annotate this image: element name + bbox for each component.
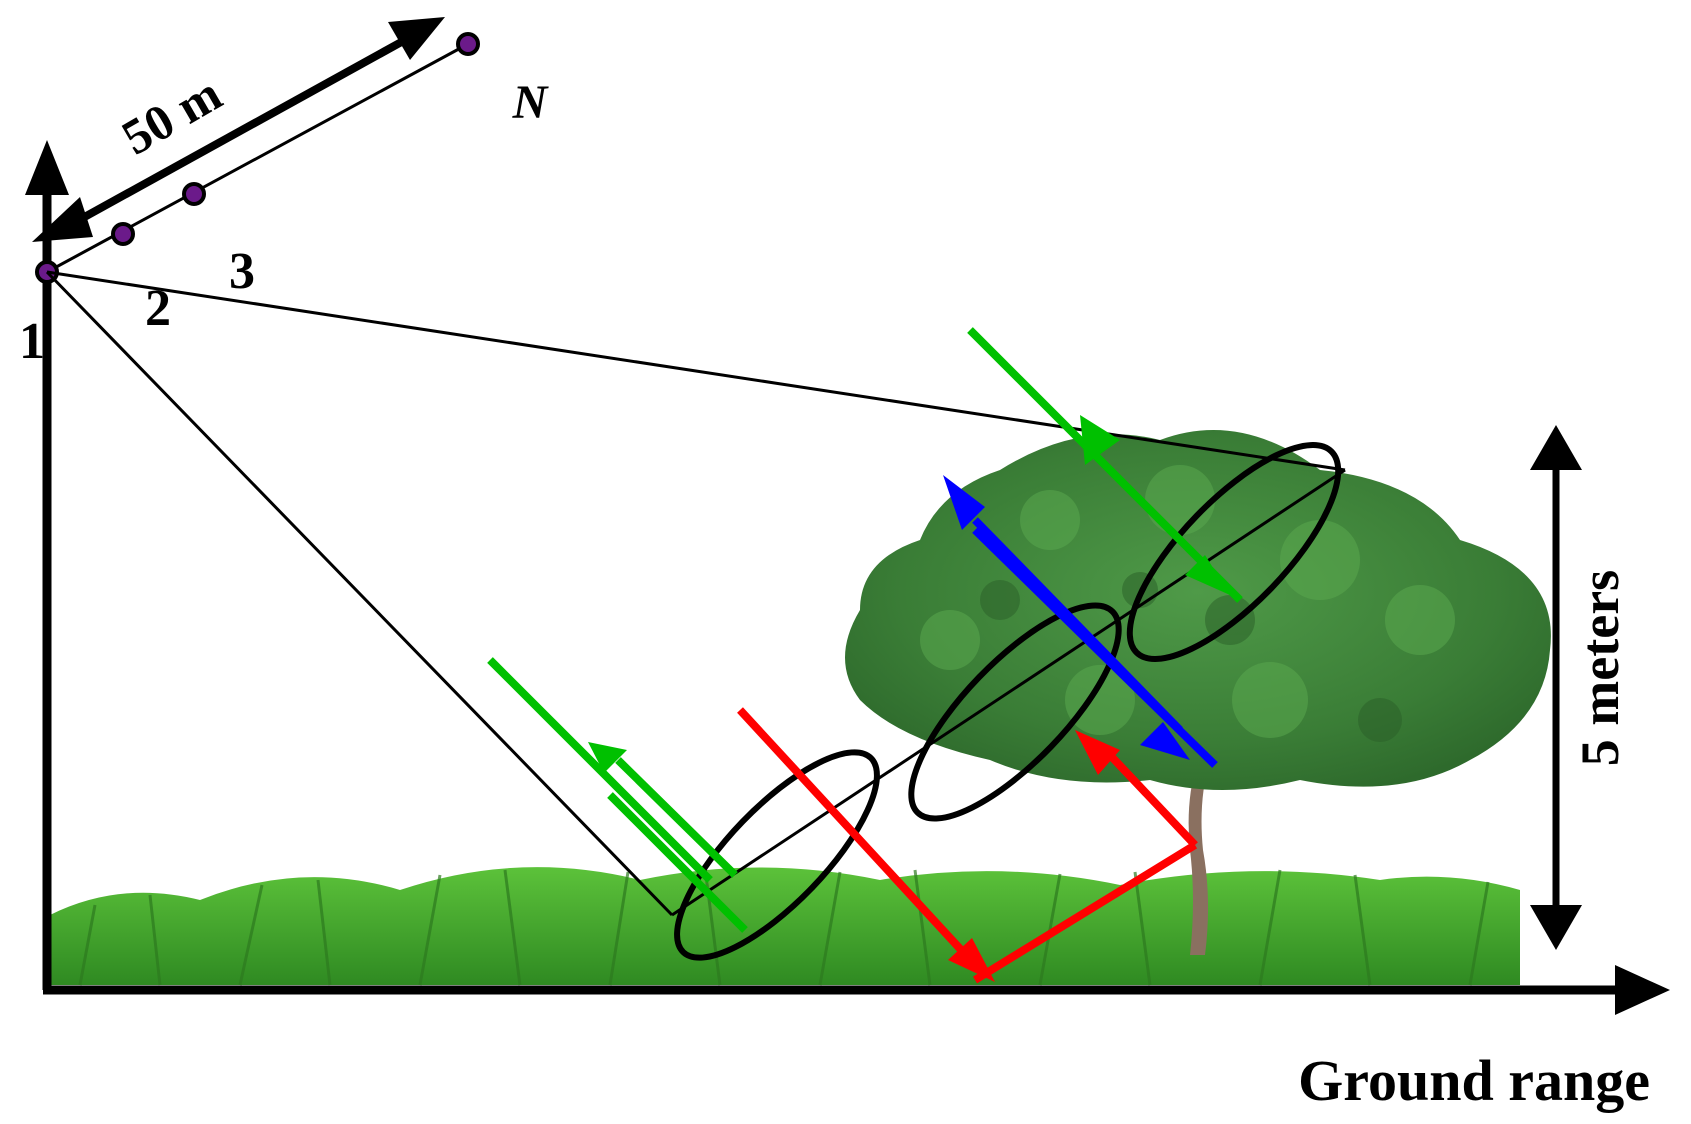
- height-scale-label: 5 meters: [1570, 570, 1630, 766]
- track-1-label: 1: [19, 313, 45, 370]
- track-2-label: 2: [145, 280, 171, 337]
- beam-lines: [45, 270, 1346, 917]
- double-bounce-arrows: [737, 707, 1198, 984]
- flight-tracks: [35, 32, 480, 284]
- track-dot-3: [182, 182, 206, 206]
- tree: [845, 430, 1551, 955]
- track-dot-2: [111, 222, 135, 246]
- track-n-label: N: [512, 76, 550, 129]
- height-scale-arrow: [1530, 425, 1582, 950]
- grass-ground: [50, 867, 1520, 986]
- ground-range-axis-label: Ground range: [1298, 1048, 1650, 1113]
- resolution-cell-low: [674, 749, 880, 961]
- track-dot-n: [456, 32, 480, 56]
- volume-scatter-arrows: [943, 475, 1218, 768]
- canopy-top-arrows: [967, 327, 1243, 603]
- baseline-arrow: [32, 17, 445, 242]
- ground-scatter-arrows: [487, 657, 748, 933]
- resolution-cell-high: [1126, 442, 1342, 662]
- resolution-cells: [671, 442, 1346, 961]
- horizontal-axis-arrowhead: [1615, 965, 1670, 1015]
- axes: [25, 140, 1670, 1015]
- vertical-axis-arrowhead: [25, 140, 69, 195]
- track-3-label: 3: [229, 243, 255, 300]
- tree-trunk: [1188, 760, 1210, 955]
- resolution-cell-mid: [908, 602, 1122, 822]
